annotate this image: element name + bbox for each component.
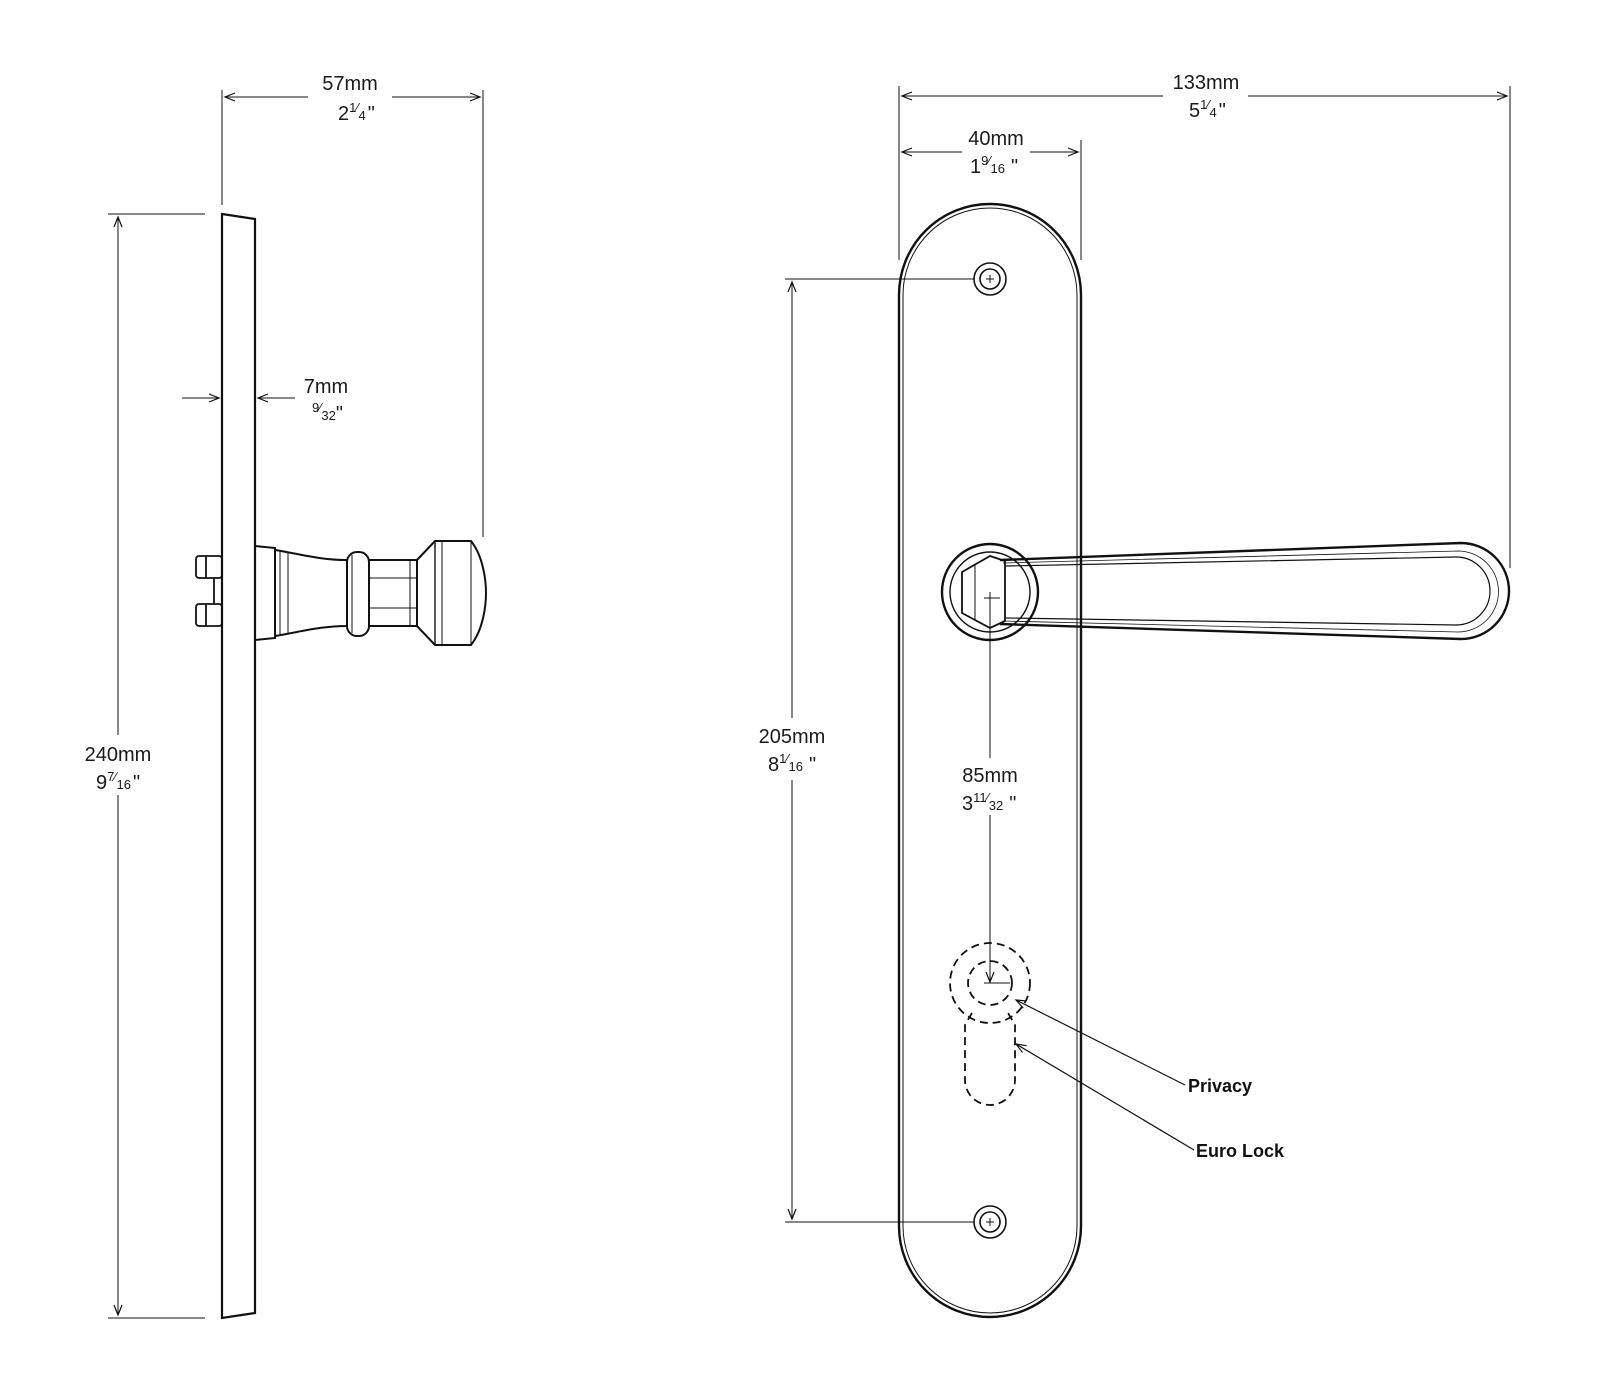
privacy-cutout: [949, 942, 1031, 1024]
fixing-centres-mm: 205mm: [759, 726, 826, 748]
plate-width-mm: 40mm: [968, 128, 1024, 150]
euro-lock-leader: [1014, 1043, 1195, 1151]
side-height-inch: 97⁄16": [96, 769, 140, 794]
overall-width-mm: 133mm: [1173, 72, 1240, 94]
fixing-centres-inch: 81⁄16": [768, 751, 816, 776]
side-spindle-stubs: [195, 555, 223, 627]
side-thickness-label: 7mm 9⁄32": [304, 376, 348, 425]
side-lever-profile: [254, 540, 488, 646]
side-thickness-mm: 7mm: [304, 376, 348, 398]
top-screw: [973, 262, 1007, 296]
overall-width-label: 133mm 51⁄4": [1173, 72, 1240, 122]
euro-lock-cutout: [964, 1012, 1016, 1106]
fixing-centres-label: 205mm 81⁄16": [759, 726, 826, 776]
backset-label: 85mm 311⁄32": [962, 765, 1018, 815]
backset-inch: 311⁄32": [962, 790, 1016, 815]
bottom-screw: [973, 1205, 1007, 1239]
side-height-label: 240mm 97⁄16": [85, 744, 152, 794]
side-height-mm: 240mm: [85, 744, 152, 766]
plate-width-label: 40mm 19⁄16": [968, 128, 1024, 178]
privacy-callout: Privacy: [1188, 1076, 1252, 1096]
front-view: [785, 86, 1511, 1319]
euro-lock-callout: Euro Lock: [1196, 1141, 1285, 1161]
side-view: [108, 90, 488, 1320]
front-backplate: [897, 202, 1083, 1319]
privacy-leader: [1014, 999, 1186, 1086]
backset-mm: 85mm: [962, 765, 1018, 787]
overall-width-inch: 51⁄4": [1189, 97, 1226, 122]
side-backplate: [220, 212, 257, 1320]
side-thickness-inch: 9⁄32": [312, 400, 343, 425]
lever-handle: [940, 541, 1511, 642]
side-width-inch: 21⁄4": [338, 100, 375, 125]
side-width-mm: 57mm: [322, 73, 378, 95]
cylinder-cutouts: [949, 942, 1031, 1106]
side-width-label: 57mm 21⁄4": [322, 73, 378, 125]
plate-width-inch: 19⁄16": [970, 153, 1018, 178]
